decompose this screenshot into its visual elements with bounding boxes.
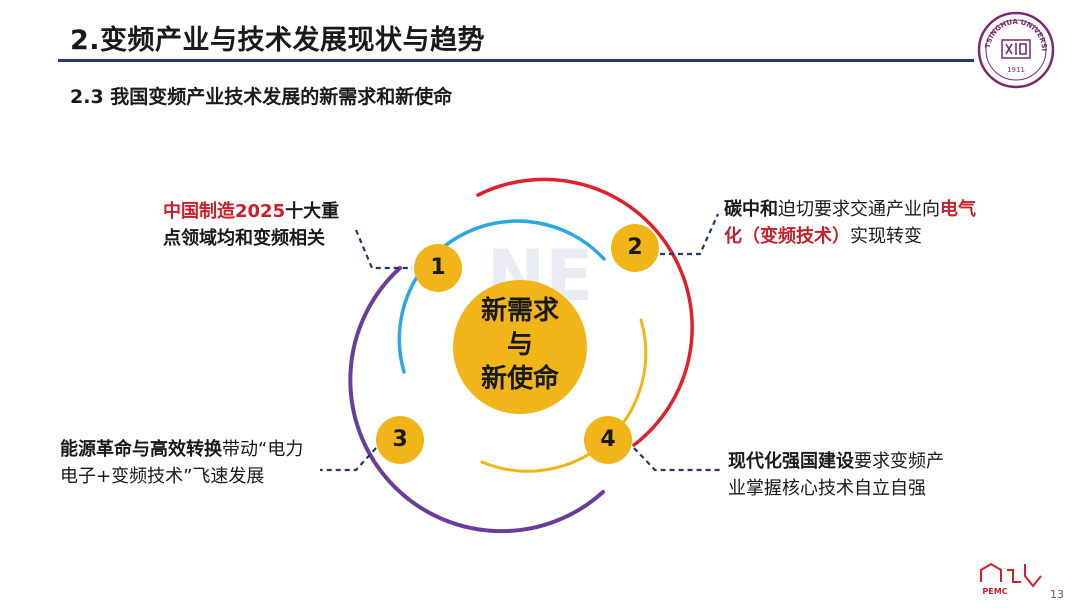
slide-subtitle: 2.3 我国变频产业技术发展的新需求和新使命: [70, 86, 453, 108]
callout-1-text-a: 十大重: [285, 201, 340, 222]
arc-blue: [397, 219, 606, 374]
callout-4: 现代化强国建设要求变频产 业掌握核心技术自立自强: [728, 448, 1028, 502]
connector-1: [354, 229, 412, 270]
center-line-1: 新需求: [480, 296, 559, 326]
node-1-number: 1: [430, 255, 446, 280]
center-line-3: 新使命: [480, 364, 559, 394]
callout-4-text-b: 业掌握核心技术自立自强: [728, 478, 926, 499]
seal-year: 1911: [1007, 66, 1025, 74]
callout-3-text-a: 带动“电力: [222, 439, 304, 460]
pemc-logo-icon: PEMC: [980, 562, 1042, 596]
callout-1: 中国制造2025十大重 点领域均和变频相关: [163, 198, 363, 252]
node-1-circle: [414, 244, 462, 292]
callout-1-highlight: 中国制造2025: [163, 201, 286, 222]
center-line-2: 与: [506, 330, 533, 360]
callout-4-keyword: 现代化强国建设: [728, 451, 854, 472]
callout-3: 能源革命与高效转换带动“电力 电子+变频技术”飞速发展: [60, 436, 360, 490]
node-2-circle: [611, 224, 659, 272]
connector-2: [660, 213, 720, 256]
callout-2-highlight-a: 电气: [940, 199, 976, 220]
callout-2-highlight-b: 化（变频技术）: [724, 226, 850, 247]
title-divider: [58, 59, 974, 62]
callout-4-text-a: 要求变频产: [854, 451, 944, 472]
callout-3-text-b: 电子+变频技术”飞速发展: [60, 466, 265, 487]
callout-2-text-b: 实现转变: [850, 226, 922, 247]
node-3-number: 3: [392, 427, 408, 452]
pemc-logo-text: PEMC: [982, 587, 1007, 596]
callout-3-keyword: 能源革命与高效转换: [60, 439, 222, 460]
connector-3: [320, 447, 377, 472]
connector-4: [633, 447, 722, 472]
center-disk: [453, 280, 587, 414]
node-3-circle: [376, 416, 424, 464]
slide-title: 2.变频产业与技术发展现状与趋势: [70, 25, 486, 56]
callout-2-keyword: 碳中和: [724, 199, 778, 220]
page-number: 13: [1050, 588, 1064, 601]
arc-red: [476, 177, 694, 447]
callout-2: 碳中和迫切要求交通产业向电气 化（变频技术）实现转变: [724, 196, 1024, 250]
center-label: 新需求 与 新使命: [455, 294, 585, 396]
callout-1-text-b: 点领域均和变频相关: [163, 228, 325, 249]
node-2-number: 2: [627, 235, 643, 260]
node-4-circle: [584, 416, 632, 464]
callout-2-text-a: 迫切要求交通产业向: [778, 199, 940, 220]
node-4-number: 4: [600, 427, 616, 452]
university-seal-icon: TSINGHUA UNIVERSITY 1911: [976, 10, 1055, 89]
arc-purple: [348, 266, 605, 534]
